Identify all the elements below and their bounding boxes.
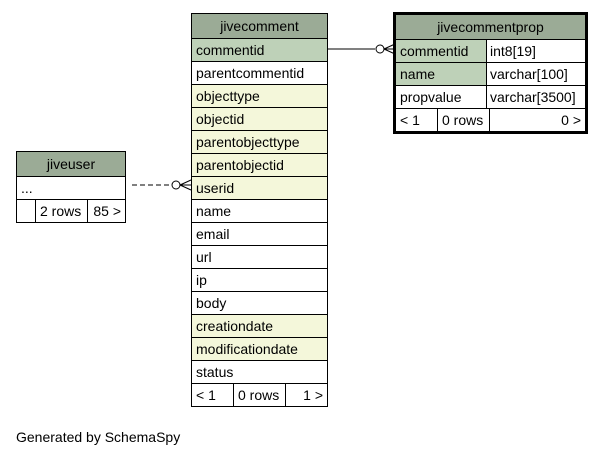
column-name: commentid: [396, 40, 487, 62]
crowfoot-marker: [179, 184, 192, 191]
table-footer: < 1 0 rows 0 >: [396, 109, 585, 131]
column-row[interactable]: status: [192, 361, 327, 384]
column-type: varchar[100]: [487, 63, 585, 85]
column-name: propvalue: [396, 86, 487, 108]
column-row[interactable]: url: [192, 246, 327, 269]
children-count[interactable]: 1 >: [303, 387, 323, 403]
row-count: 0 rows: [438, 109, 490, 131]
column-row[interactable]: objectid: [192, 108, 327, 131]
optional-circle-marker: [375, 44, 385, 54]
column-row[interactable]: email: [192, 223, 327, 246]
column-row[interactable]: objecttype: [192, 85, 327, 108]
column-row[interactable]: commentid: [192, 39, 327, 62]
column-row[interactable]: parentobjectid: [192, 154, 327, 177]
table-header[interactable]: jivecomment: [192, 14, 327, 39]
table-footer: 2 rows 85 >: [17, 200, 125, 222]
column-list: ...: [17, 177, 125, 200]
column-name: name: [396, 63, 487, 85]
column-row[interactable]: userid: [192, 177, 327, 200]
optional-circle-marker: [171, 180, 181, 190]
column-row[interactable]: parentobjecttype: [192, 131, 327, 154]
column-row[interactable]: name: [192, 200, 327, 223]
row-count: 0 rows: [234, 384, 286, 406]
row-count: 2 rows: [36, 200, 88, 222]
column-type: int8[19]: [487, 40, 585, 62]
column-row[interactable]: ip: [192, 269, 327, 292]
children-count[interactable]: 85 >: [93, 203, 121, 219]
children-count[interactable]: 0 >: [561, 112, 581, 128]
column-row[interactable]: creationdate: [192, 315, 327, 338]
table-jiveuser[interactable]: jiveuser ... 2 rows 85 >: [16, 151, 126, 223]
parents-count[interactable]: < 1: [396, 109, 438, 131]
generated-by-text: Generated by SchemaSpy: [16, 429, 181, 445]
column-row[interactable]: body: [192, 292, 327, 315]
table-header[interactable]: jivecommentprop: [396, 15, 585, 40]
column-row[interactable]: parentcommentid: [192, 62, 327, 85]
column-type: varchar[3500]: [487, 86, 585, 108]
column-row[interactable]: modificationdate: [192, 338, 327, 361]
crowfoot-marker: [179, 179, 192, 186]
column-row[interactable]: ...: [17, 177, 125, 200]
parents-count: [17, 200, 36, 222]
parents-count[interactable]: < 1: [192, 384, 234, 406]
table-header[interactable]: jiveuser: [17, 152, 125, 177]
table-footer: < 1 0 rows 1 >: [192, 384, 327, 406]
